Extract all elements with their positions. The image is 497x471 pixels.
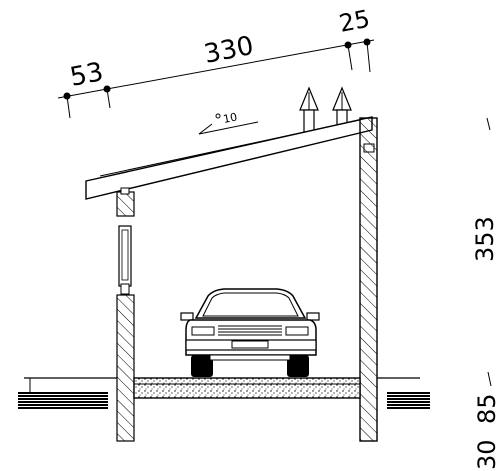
dim-right-offset: 25 [337,5,372,38]
roof-slope-annotation [198,113,259,135]
car-front-icon [180,288,320,377]
dim-left-offset: 53 [68,57,106,93]
right-dimension-ticks [486,117,492,387]
soil-hatch-left [18,392,108,411]
dim-right-low-b: 30 [473,439,497,470]
floor-slab [133,377,361,399]
top-dimension-line [57,38,375,119]
right-wall [359,117,378,442]
ground-right [377,377,430,409]
dim-right-height: 353 [471,216,497,262]
soil-hatch-right [387,392,430,409]
roof-slope-value: 10 [222,111,238,126]
ground-left [18,377,117,411]
left-column [116,187,135,442]
roof-slab [85,116,375,200]
dim-top-span: 330 [202,31,256,70]
dim-right-low-a: 85 [473,393,497,424]
ventilation-arrow-icon [332,86,352,133]
ventilation-arrow-icon [299,86,319,137]
